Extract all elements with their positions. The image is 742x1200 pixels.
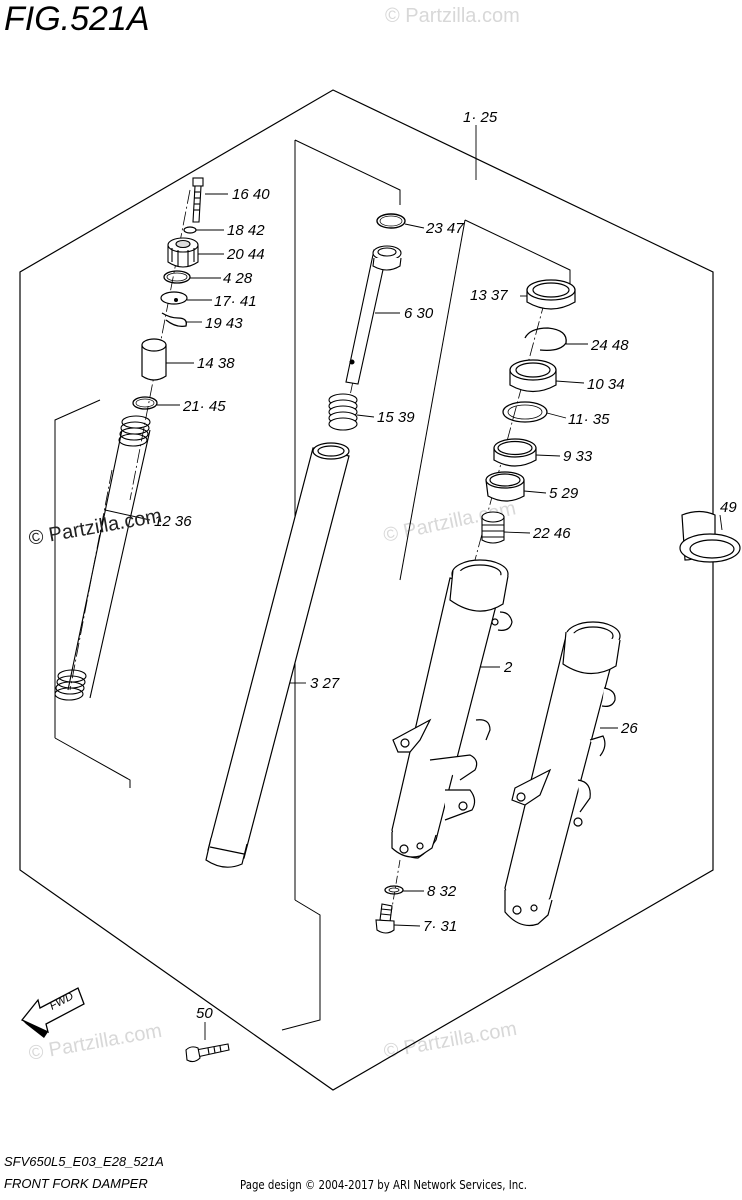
callout-9-33: 9 33 bbox=[563, 448, 593, 465]
group-frame-right-diag bbox=[399, 219, 466, 581]
callout-26: 26 bbox=[620, 720, 638, 737]
part-washer-hole bbox=[174, 298, 178, 302]
callout-5-29: 5 29 bbox=[549, 485, 579, 502]
callout-18-42: 18 42 bbox=[227, 222, 265, 239]
part-inner-tube bbox=[205, 442, 350, 868]
callout-15-39: 15 39 bbox=[377, 409, 415, 426]
part-seal-washer-inner bbox=[507, 404, 543, 420]
figure-name: FRONT FORK DAMPER bbox=[4, 1176, 148, 1191]
group-frame-left bbox=[54, 737, 131, 788]
part-oil-seal bbox=[509, 359, 557, 393]
watermark-bottom-left: © Partzilla.com bbox=[27, 1020, 164, 1065]
part-cap-bolt bbox=[167, 237, 199, 268]
part-seal-washer bbox=[502, 401, 548, 423]
callout-20-44: 20 44 bbox=[226, 246, 265, 263]
part-clip bbox=[161, 312, 187, 328]
callout-24-48: 24 48 bbox=[590, 337, 629, 354]
callout-14-38: 14 38 bbox=[197, 355, 235, 372]
callout-17-41: 17· 41 bbox=[214, 293, 257, 310]
assembly-frame bbox=[19, 89, 714, 1091]
callout-6-30: 6 30 bbox=[404, 305, 434, 322]
callout-23-47: 23 47 bbox=[425, 220, 464, 237]
part-retaining-ring bbox=[524, 327, 567, 351]
callout-16-40: 16 40 bbox=[232, 186, 270, 203]
callout-3-27: 3 27 bbox=[310, 675, 340, 692]
group-frame-left-top bbox=[54, 399, 101, 738]
copyright-notice: Page design © 2004-2017 by ARI Network S… bbox=[240, 1178, 528, 1192]
watermark-bottom-right: © Partzilla.com bbox=[382, 1018, 519, 1063]
callout-49: 49 bbox=[720, 499, 737, 516]
part-small-o-ring bbox=[183, 226, 197, 234]
callout-1-25: 1· 25 bbox=[463, 109, 498, 126]
part-damper-bolt bbox=[375, 903, 395, 934]
part-o-ring-lower bbox=[132, 396, 158, 410]
part-o-ring-tube-inner bbox=[379, 215, 403, 227]
part-dust-seal bbox=[526, 279, 576, 310]
callout-19-43: 19 43 bbox=[205, 315, 243, 332]
callout-21-45: 21· 45 bbox=[182, 398, 226, 415]
leader-lines bbox=[104, 125, 723, 1040]
callout-12-36: 12 36 bbox=[154, 513, 192, 530]
part-adjuster-rod bbox=[192, 177, 204, 223]
callout-7-31: 7· 31 bbox=[423, 918, 457, 935]
model-code: SFV650L5_E03_E28_521A bbox=[4, 1154, 164, 1169]
callout-4-28: 4 28 bbox=[223, 270, 253, 287]
callout-13-37: 13 37 bbox=[470, 287, 508, 304]
part-axle-pinch-bolt bbox=[185, 1043, 230, 1063]
callout-50: 50 bbox=[196, 1005, 213, 1022]
part-gasket bbox=[384, 885, 404, 895]
part-o-ring-lower-inner bbox=[135, 398, 155, 408]
part-o-ring-inner bbox=[166, 272, 188, 282]
group-frame-middle-top bbox=[294, 139, 401, 205]
callout-22-46: 22 46 bbox=[532, 525, 571, 542]
group-frame-middle-bottom bbox=[281, 899, 321, 1031]
callout-11-35: 11· 35 bbox=[568, 411, 610, 428]
part-rebound-spring bbox=[328, 393, 358, 431]
part-o-ring-tube bbox=[376, 213, 406, 229]
part-gasket-inner bbox=[388, 887, 400, 893]
watermark-left: © Partzilla.com bbox=[27, 505, 164, 550]
part-spacer bbox=[141, 338, 167, 381]
callout-2: 2 bbox=[503, 659, 513, 676]
fwd-arrow-icon: FWD bbox=[20, 987, 85, 1038]
part-outer-tube-left bbox=[391, 559, 513, 859]
part-slide-bushing bbox=[485, 471, 525, 502]
part-oil-lock-piece bbox=[481, 511, 505, 544]
part-damper-rod bbox=[345, 245, 402, 385]
part-washer bbox=[160, 291, 188, 305]
part-fork-guard bbox=[679, 510, 741, 563]
part-fork-spring bbox=[54, 415, 151, 701]
part-guide-bushing bbox=[493, 438, 537, 467]
part-o-ring bbox=[163, 270, 191, 284]
part-outer-tube-right bbox=[504, 621, 621, 927]
figure-title: FIG.521A bbox=[4, 0, 150, 38]
callout-10-34: 10 34 bbox=[587, 376, 625, 393]
watermark-top: © Partzilla.com bbox=[385, 5, 520, 27]
callout-8-32: 8 32 bbox=[427, 883, 457, 900]
